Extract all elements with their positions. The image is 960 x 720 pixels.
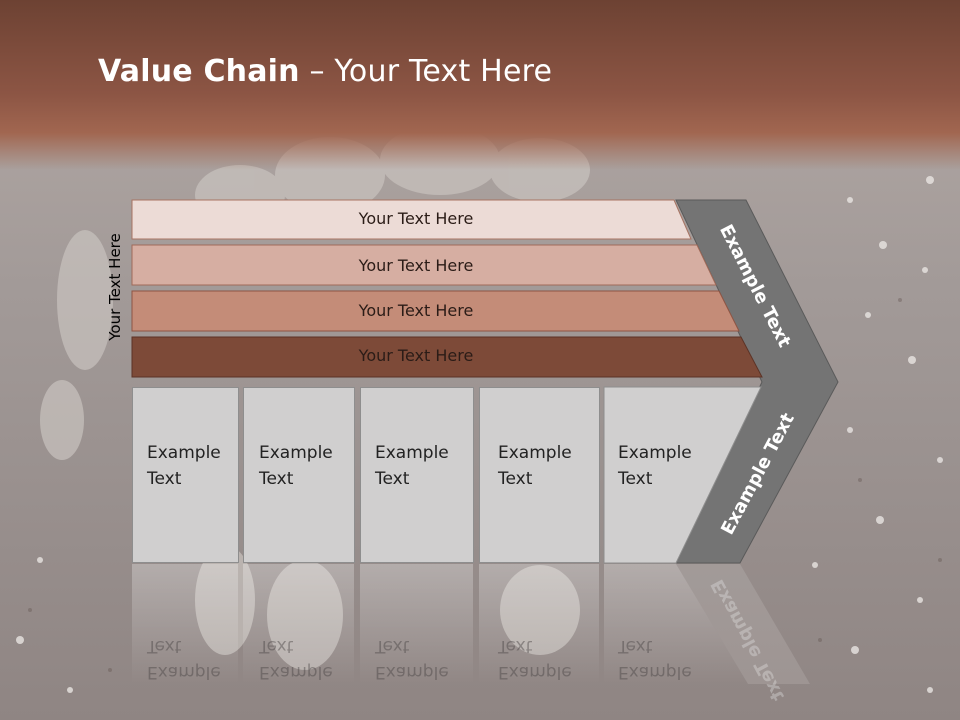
- slide-title: Value Chain – Your Text Here: [98, 54, 552, 89]
- box-2-reflection: Example Text: [259, 633, 333, 685]
- box-3-reflection-line2: Text: [375, 636, 410, 656]
- box-4: [479, 387, 600, 563]
- bar-2: [131, 244, 717, 286]
- box-4-reflection-line2: Text: [498, 636, 533, 656]
- bar-3: [131, 290, 740, 332]
- box-2: [243, 387, 355, 563]
- bar-4-label: Your Text Here: [358, 346, 474, 365]
- box-4-reflection-line1: Example: [498, 662, 572, 682]
- box-4-reflection: Example Text: [498, 633, 572, 685]
- slide-title-bold: Value Chain: [98, 54, 300, 89]
- box-1-line2: Text: [147, 469, 182, 489]
- box-1-reflection-line2: Text: [147, 636, 182, 656]
- box-3-line1: Example: [375, 443, 449, 463]
- box-5-reflection-line1: Example: [618, 662, 692, 682]
- reflection-boxes: [132, 564, 810, 684]
- box-2-reflection-line1: Example: [259, 662, 333, 682]
- box-3-reflection: Example Text: [375, 633, 449, 685]
- slide-title-rest: – Your Text Here: [299, 54, 553, 89]
- box-1-reflection-line1: Example: [147, 662, 221, 682]
- box-4-line1: Example: [498, 443, 572, 463]
- box-5-reflection-line2: Text: [618, 636, 653, 656]
- box-5-line2: Text: [618, 469, 653, 489]
- box-5: [603, 386, 762, 564]
- box-5-line1: Example: [618, 443, 692, 463]
- bar-1-label: Your Text Here: [358, 209, 474, 228]
- box-1-reflection: Example Text: [147, 633, 221, 685]
- bar-4: [131, 336, 763, 378]
- box-2-reflection-line2: Text: [259, 636, 294, 656]
- bar-3-label: Your Text Here: [358, 301, 474, 320]
- bar-1: [131, 199, 692, 240]
- bar-2-label: Your Text Here: [358, 256, 474, 275]
- box-2-line1: Example: [259, 443, 333, 463]
- box-2-line2: Text: [259, 469, 294, 489]
- chevron-arrow: [675, 199, 839, 564]
- box-5-reflection: Example Text: [618, 633, 692, 685]
- box-3: [360, 387, 474, 563]
- box-1-line1: Example: [147, 443, 221, 463]
- box-1: [132, 387, 239, 563]
- box-3-reflection-line1: Example: [375, 662, 449, 682]
- box-4-line2: Text: [498, 469, 533, 489]
- box-3-line2: Text: [375, 469, 410, 489]
